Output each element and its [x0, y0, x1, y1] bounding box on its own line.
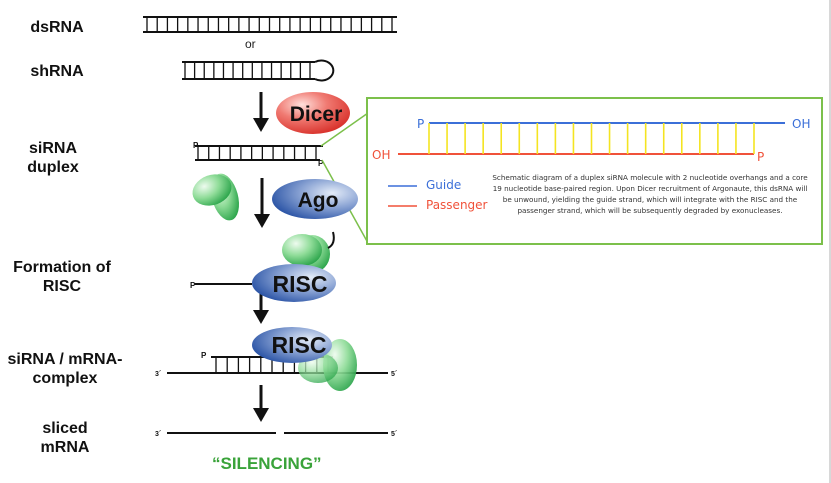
dicer-enzyme: Dicer [276, 92, 350, 134]
shrna-hairpin [182, 59, 335, 82]
page-edge-divider [829, 0, 831, 483]
complex-3prime: 3´ [155, 371, 162, 378]
complex-5prime: 5´ [391, 371, 398, 378]
argonaute-protein-free [192, 173, 240, 221]
risc-label-2: RISC [272, 332, 327, 358]
guide-3p-label: OH [792, 117, 810, 131]
dsrna-ladder [143, 16, 397, 33]
legend-guide-label: Guide [426, 178, 462, 192]
dicer-label: Dicer [290, 103, 343, 126]
risc-label-1: RISC [273, 271, 328, 297]
risc-formation: RISC [195, 231, 336, 302]
sliced-3prime: 3´ [155, 431, 162, 438]
guide-5p-label: P [417, 117, 424, 131]
sirna-duplex [195, 145, 323, 161]
ago-label: Ago [298, 189, 339, 212]
arrow-down-3 [253, 292, 269, 324]
arrow-down-1 [253, 92, 269, 132]
complex-phosphate: P [201, 351, 207, 360]
sirna-mrna-complex: RISC [167, 327, 388, 391]
stage-label-dsrna: dsRNA [30, 19, 84, 36]
sirna-phosphate-3p: P [318, 159, 324, 168]
arrow-down-4 [253, 385, 269, 422]
arrow-down-2 [254, 178, 270, 228]
legend-passenger-label: Passenger [426, 198, 488, 212]
passenger-3p-label: OH [372, 148, 390, 162]
callout-description: Schematic diagram of a duplex siRNA mole… [492, 173, 808, 215]
callout-duplex-schematic [398, 122, 785, 155]
silencing-label: “SILENCING” [212, 454, 322, 473]
stage-label-formation-of-risc: Formation of RISC [13, 259, 111, 295]
stage-label-sliced-mrna: sliced mRNA [40, 420, 90, 456]
sliced-5prime: 5´ [391, 431, 398, 438]
callout-connector-top [320, 112, 369, 147]
or-label: or [245, 37, 256, 51]
stage-label-sirna-duplex: siRNA duplex [27, 140, 79, 176]
risc-phosphate: P [190, 281, 196, 290]
ago-enzyme: Ago [272, 179, 358, 219]
stage-label-shrna: shRNA [30, 63, 84, 80]
sirna-phosphate-5p: P [193, 141, 199, 150]
sirna-callout-box [366, 97, 823, 245]
stage-label-sirna-mrna-complex: siRNA / mRNA- complex [7, 351, 123, 387]
passenger-5p-label: P [757, 150, 764, 164]
